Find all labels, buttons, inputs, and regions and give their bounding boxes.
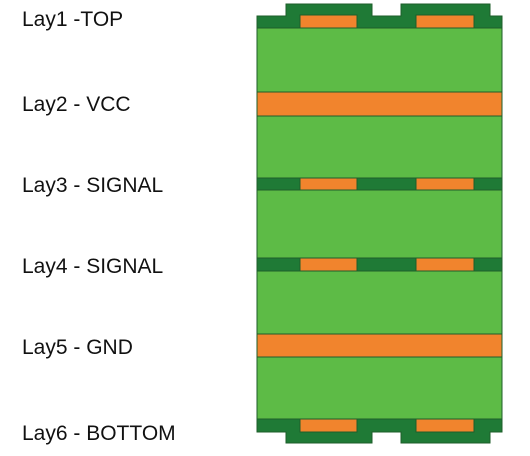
dielectric-core-2: [256, 115, 503, 179]
bottom-copper-pad-2: [415, 418, 475, 433]
dielectric-core-5: [256, 356, 503, 420]
layer-label-1: Lay1 -TOP: [22, 8, 124, 31]
bottom-copper-pad-1: [299, 418, 358, 433]
dielectric-core-4: [256, 270, 503, 335]
gnd-plane: [256, 333, 503, 358]
top-copper-pad-2: [415, 14, 475, 29]
layer-label-4: Lay4 - SIGNAL: [22, 255, 164, 278]
signal-4-trace-1: [299, 257, 358, 272]
layer-label-5: Lay5 - GND: [22, 336, 133, 359]
vcc-plane: [256, 91, 503, 117]
top-copper-pad-1: [299, 14, 358, 29]
layer-label-3: Lay3 - SIGNAL: [22, 174, 164, 197]
dielectric-core-3: [256, 189, 503, 259]
signal-3-trace-2: [415, 177, 475, 191]
layer-label-6: Lay6 - BOTTOM: [22, 422, 176, 445]
signal-3-trace-1: [299, 177, 358, 191]
layer-label-2: Lay2 - VCC: [22, 93, 131, 116]
dielectric-core-1: [256, 27, 503, 93]
signal-4-trace-2: [415, 257, 475, 272]
